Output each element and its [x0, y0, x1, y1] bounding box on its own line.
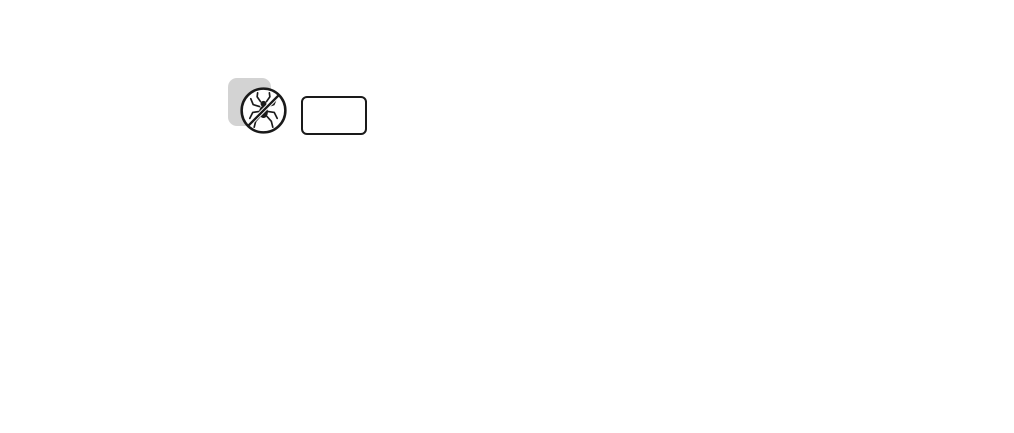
icon-group — [228, 78, 378, 140]
empty-box — [301, 96, 367, 135]
no-bugs-icon — [239, 86, 288, 135]
no-bugs-icon-svg — [240, 87, 287, 134]
